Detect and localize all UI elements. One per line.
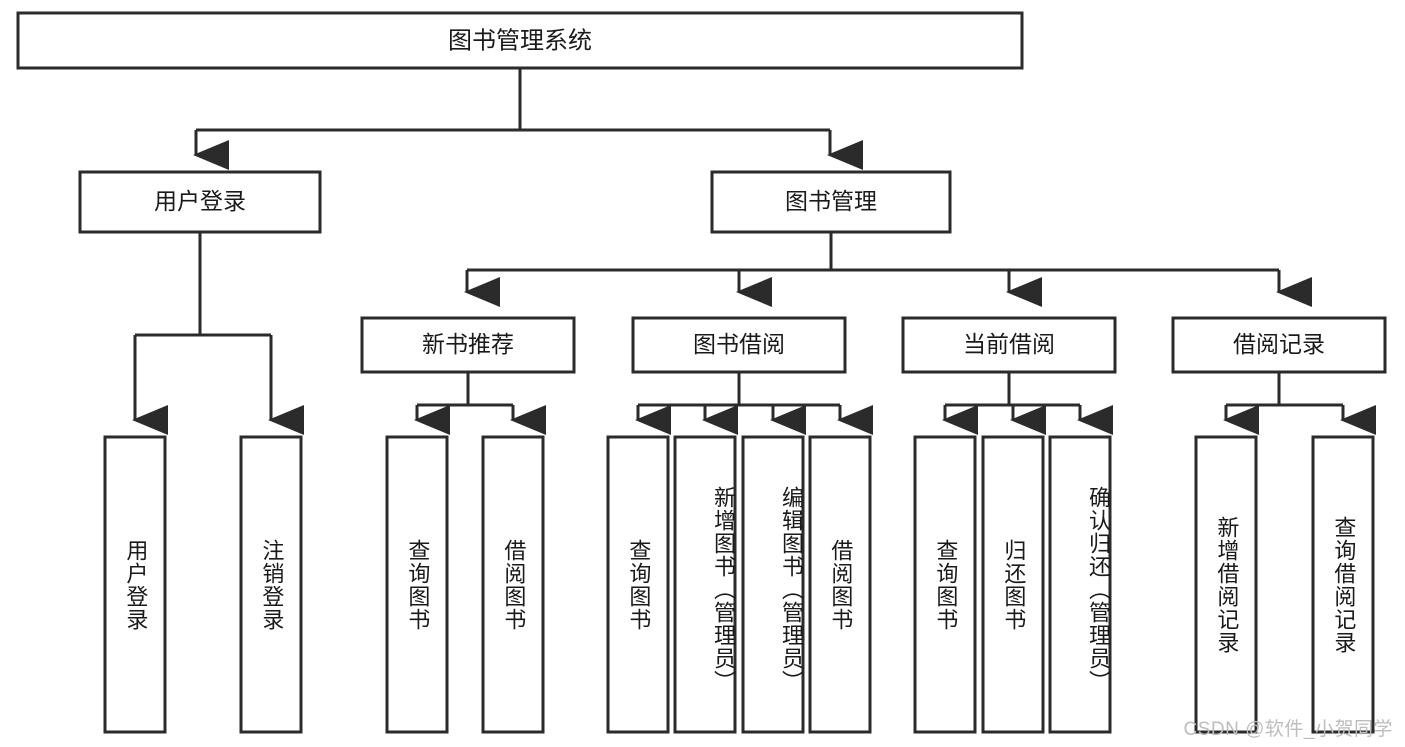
leaf-box-query-book-current[interactable] xyxy=(913,435,977,734)
leaf-box-borrow-book-recommend[interactable] xyxy=(481,435,545,734)
leaf-box-add-borrow-record[interactable] xyxy=(1194,435,1258,734)
leaf-box-return-book[interactable] xyxy=(981,435,1045,734)
node-borrow-records-label: 借阅记录 xyxy=(1233,331,1325,357)
node-current-borrow[interactable]: 当前借阅 xyxy=(901,316,1117,374)
node-book-management[interactable]: 图书管理 xyxy=(710,170,952,234)
connector-current-borrow-to-leaves xyxy=(942,372,1113,435)
node-borrow-records[interactable]: 借阅记录 xyxy=(1171,316,1387,374)
leaf-box-borrow-book[interactable] xyxy=(808,435,872,734)
connector-user-login-to-leaves xyxy=(132,232,304,435)
node-new-book-recommend-label: 新书推荐 xyxy=(422,331,514,357)
leaf-box-add-book-admin[interactable] xyxy=(673,435,737,734)
node-root-label: 图书管理系统 xyxy=(448,27,592,54)
connector-root-to-level2 xyxy=(193,68,863,170)
leaf-box-confirm-return-admin[interactable] xyxy=(1048,435,1112,734)
connector-book-borrow-to-leaves xyxy=(635,372,873,435)
node-new-book-recommend[interactable]: 新书推荐 xyxy=(360,316,576,374)
node-book-management-label: 图书管理 xyxy=(785,188,877,214)
node-new-book-recommend-box[interactable] xyxy=(360,316,576,374)
csdn-watermark: CSDN @软件_小贺同学 xyxy=(1183,719,1393,740)
node-root[interactable]: 图书管理系统 xyxy=(16,11,1024,70)
node-user-login[interactable]: 用户登录 xyxy=(78,170,322,234)
leaf-box-query-book-recommend[interactable] xyxy=(385,435,449,734)
node-book-borrow[interactable]: 图书借阅 xyxy=(631,316,847,374)
node-user-login-box[interactable] xyxy=(78,170,322,234)
leaf-box-query-book-borrow[interactable] xyxy=(606,435,670,734)
connector-new-book-recommend-to-leaves xyxy=(414,372,546,435)
leaf-box-edit-book-admin[interactable] xyxy=(741,435,805,734)
node-user-login-label: 用户登录 xyxy=(154,188,246,214)
leaf-box-user-login[interactable] xyxy=(103,435,167,734)
node-root-box[interactable] xyxy=(16,11,1024,70)
leaf-box-logout[interactable] xyxy=(239,435,303,734)
connector-book-management-to-level3 xyxy=(464,232,1312,307)
leaf-box-query-borrow-record[interactable] xyxy=(1311,435,1375,734)
connector-borrow-records-to-leaves xyxy=(1223,372,1376,435)
node-current-borrow-label: 当前借阅 xyxy=(963,331,1055,357)
node-current-borrow-box[interactable] xyxy=(901,316,1117,374)
node-book-borrow-label: 图书借阅 xyxy=(693,331,785,357)
